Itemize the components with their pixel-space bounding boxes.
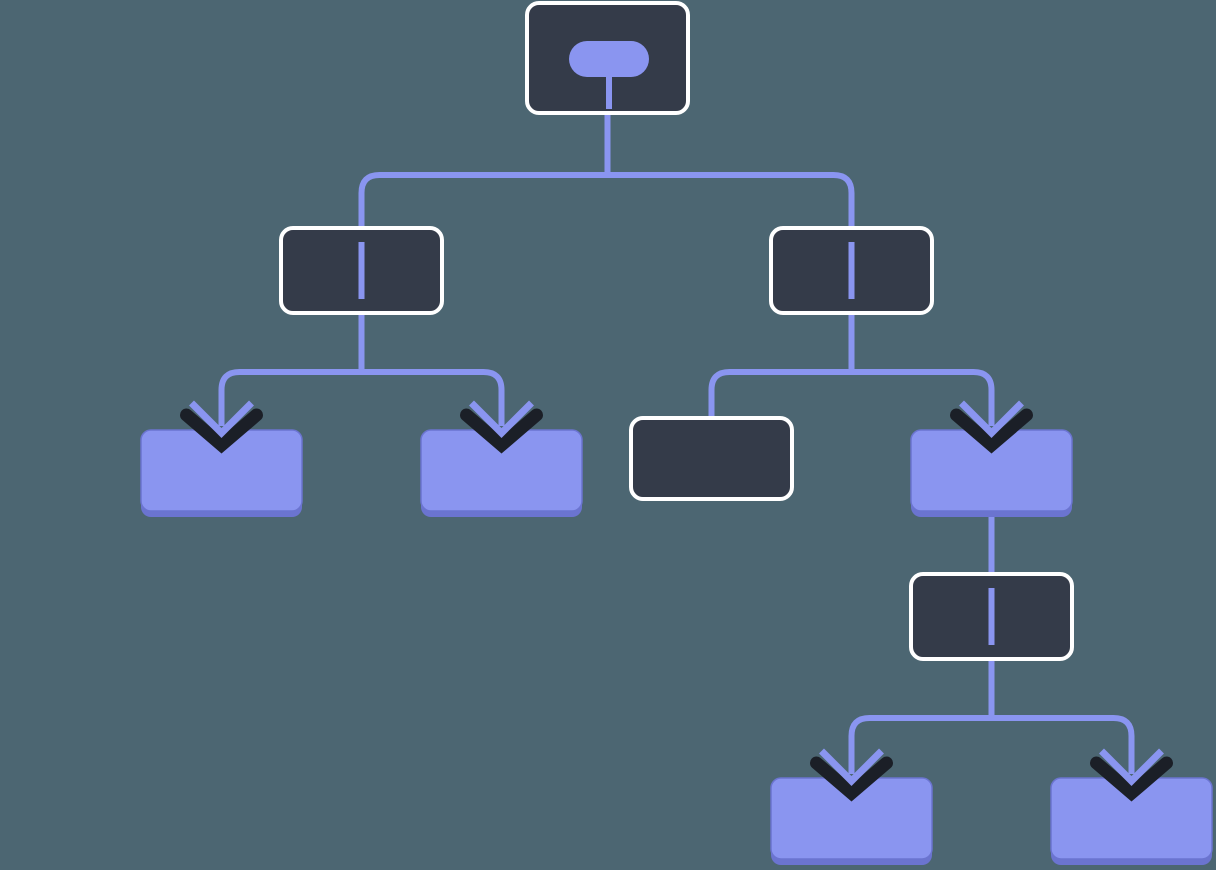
connector-e-l2l-bus [218,307,505,426]
arrow-layer [180,400,1173,802]
level4-node[interactable] [909,572,1074,661]
root-node[interactable] [525,1,690,115]
leaf-node-e[interactable] [770,777,933,865]
leaf-node-b[interactable] [420,429,583,517]
node-layer [140,1,1213,865]
double-chevron-down-icon [950,400,1033,454]
level2-right-node[interactable] [769,226,934,315]
double-chevron-down-icon [180,400,263,454]
double-chevron-down-icon [460,400,543,454]
double-chevron-down-icon [810,748,893,802]
leaf-node-a[interactable] [140,429,303,517]
connector-e-l2r-bus [708,307,995,426]
branch-node-d[interactable] [910,429,1073,517]
connector-e-l4-bus [848,653,1135,774]
double-chevron-down-icon [1090,748,1173,802]
empty-dark-node[interactable] [629,416,794,501]
node-content-pill [569,41,649,77]
leaf-node-f[interactable] [1050,777,1213,865]
level2-left-node[interactable] [279,226,444,315]
connector-layer [218,107,1135,774]
connector-e-root-bus [358,107,855,232]
